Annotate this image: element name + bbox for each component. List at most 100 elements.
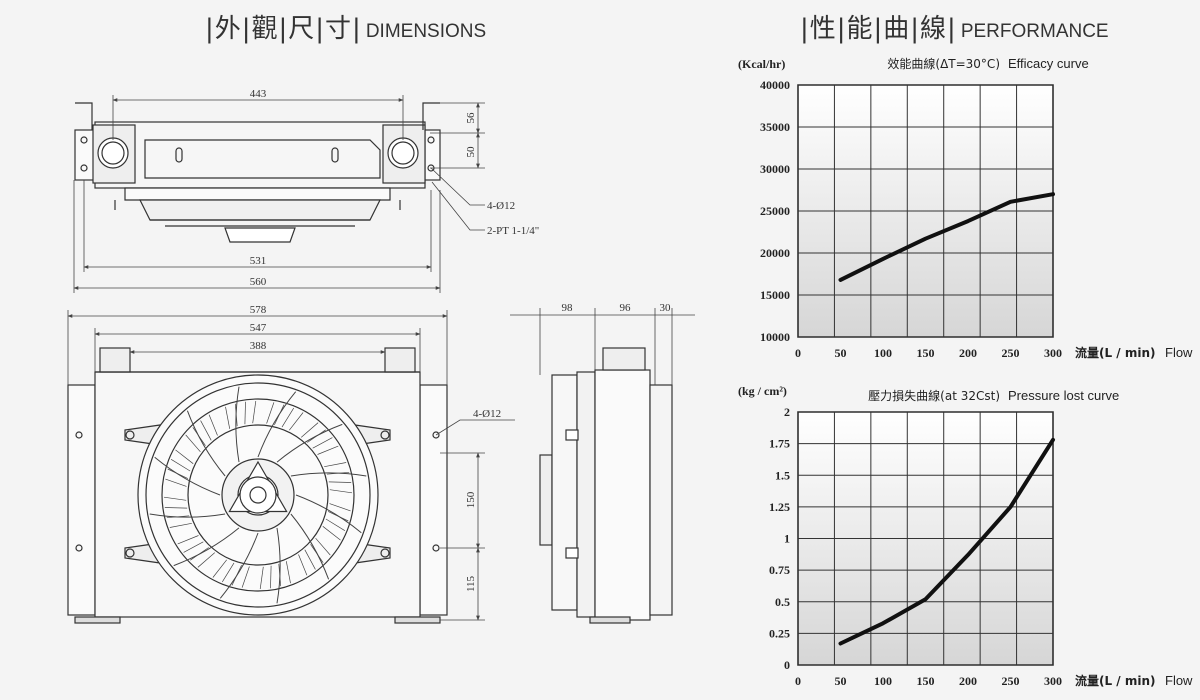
fan-spokes xyxy=(149,386,367,604)
grille-bar xyxy=(298,554,308,576)
performance-header: |性|能|曲|線|PERFORMANCE xyxy=(800,8,1109,45)
pressure-ytick-label: 2 xyxy=(784,405,790,419)
efficacy-xtick-label: 50 xyxy=(835,346,847,360)
grille-bar xyxy=(197,552,216,568)
grille-bar xyxy=(324,462,347,468)
efficacy-xtick-label: 100 xyxy=(874,346,892,360)
grille-bar xyxy=(166,515,190,519)
grille-bar xyxy=(164,507,188,509)
pressure-title: 壓力損失曲線(at 32Cst) xyxy=(868,388,1000,403)
efficacy-xtick-label: 150 xyxy=(917,346,935,360)
grille-bar xyxy=(170,459,191,472)
fan-blade xyxy=(186,410,226,477)
fan-blade xyxy=(276,527,281,604)
grille-bar xyxy=(222,562,235,583)
efficacy-title-en: Efficacy curve xyxy=(1008,56,1089,71)
grille-bar xyxy=(325,518,346,531)
pressure-data-point xyxy=(1051,438,1055,442)
grille-bar xyxy=(185,434,201,453)
dim-30: 30 xyxy=(660,302,672,314)
fan-blade xyxy=(257,391,297,458)
top-view-labels: 443 531 560 56 50 4-Ø12 2-PT 1-1/4" xyxy=(250,88,540,288)
fan-blade xyxy=(173,527,240,567)
grille-bar xyxy=(177,535,199,545)
pressure-ytick-label: 0.25 xyxy=(769,626,790,640)
grille-bar xyxy=(183,541,204,553)
grille-bar xyxy=(163,496,187,501)
efficacy-xtick-label: 0 xyxy=(795,346,801,360)
performance-header-en: PERFORMANCE xyxy=(960,21,1109,42)
efficacy-data-point xyxy=(1009,200,1012,203)
pressure-ytick-label: 0.75 xyxy=(769,563,790,577)
grille-bar xyxy=(328,481,352,483)
pressure-xtick-label: 200 xyxy=(959,674,977,688)
grille-bar xyxy=(322,526,341,541)
grille-bar xyxy=(244,401,246,425)
dim-547: 547 xyxy=(250,322,267,334)
efficacy-xlabel-en: Flow xyxy=(1165,345,1193,360)
top-view-dimensions xyxy=(73,95,485,293)
dim-531: 531 xyxy=(250,255,267,267)
pressure-xtick-label: 300 xyxy=(1044,674,1062,688)
grille-bar xyxy=(190,547,209,561)
grille-bar xyxy=(200,420,212,441)
pressure-xtick-label: 100 xyxy=(874,674,892,688)
side-view-labels: 98 96 30 xyxy=(562,302,672,314)
side-view-dimensions xyxy=(510,308,695,385)
hole-note-front: 4-Ø12 xyxy=(473,408,501,420)
efficacy-ytick-label: 25000 xyxy=(760,204,790,218)
grille-bar xyxy=(167,468,189,479)
efficacy-data-point xyxy=(1051,193,1055,196)
grille-bar xyxy=(312,437,333,449)
efficacy-xtick-label: 200 xyxy=(959,346,977,360)
pressure-xtick-label: 250 xyxy=(1002,674,1020,688)
pressure-ytick-label: 1.25 xyxy=(769,500,790,514)
dim-56: 56 xyxy=(465,112,477,124)
dimensions-header: |外|觀|尺|寸|DIMENSIONS xyxy=(205,8,486,45)
front-view-labels: 578 547 388 4-Ø12 150 115 xyxy=(250,304,501,592)
pressure-curve xyxy=(838,437,1055,646)
pressure-xtick-label: 0 xyxy=(795,674,801,688)
pressure-ytick-label: 1 xyxy=(784,532,790,546)
pressure-xlabel-en: Flow xyxy=(1165,673,1193,688)
pressure-ylabel: (kg / cm²) xyxy=(738,384,787,398)
efficacy-xtick-label: 250 xyxy=(1002,346,1020,360)
grille-bar xyxy=(326,471,350,475)
efficacy-curve xyxy=(838,192,1055,282)
grille-bar xyxy=(300,422,319,438)
grille-bar xyxy=(234,403,238,427)
grille-bar xyxy=(278,563,282,587)
grille-bar xyxy=(169,522,192,528)
dimensions-header-cn: |外|觀|尺|寸| xyxy=(205,14,362,44)
dim-115: 115 xyxy=(465,575,477,592)
pressure-ytick-label: 1.75 xyxy=(769,437,790,451)
efficacy-ytick-label: 10000 xyxy=(760,330,790,344)
grille-bar xyxy=(329,503,351,512)
fan-blade xyxy=(295,494,362,534)
efficacy-data-point xyxy=(924,237,927,240)
fan-blade xyxy=(290,513,330,580)
grille-bar xyxy=(274,404,285,426)
fan-blade xyxy=(219,532,259,599)
pressure-ytick-label: 1.5 xyxy=(775,468,790,482)
grille-bar xyxy=(175,449,194,464)
dim-443: 443 xyxy=(250,88,267,100)
grille-bar xyxy=(307,429,326,443)
grille-bar xyxy=(327,511,349,522)
pressure-title-en: Pressure lost curve xyxy=(1008,388,1119,403)
efficacy-ytick-label: 30000 xyxy=(760,162,790,176)
grille-bar xyxy=(241,566,250,588)
efficacy-data-point xyxy=(839,278,842,282)
grille-bar xyxy=(252,400,257,424)
fan-blade xyxy=(290,472,367,477)
grille-bar xyxy=(310,544,324,563)
fan-hub-center xyxy=(249,486,267,504)
dim-150: 150 xyxy=(465,491,477,508)
efficacy-ytick-label: 15000 xyxy=(760,288,790,302)
dim-578: 578 xyxy=(250,304,267,316)
efficacy-data-point xyxy=(881,257,885,261)
port-note: 2-PT 1-1/4" xyxy=(487,225,539,237)
